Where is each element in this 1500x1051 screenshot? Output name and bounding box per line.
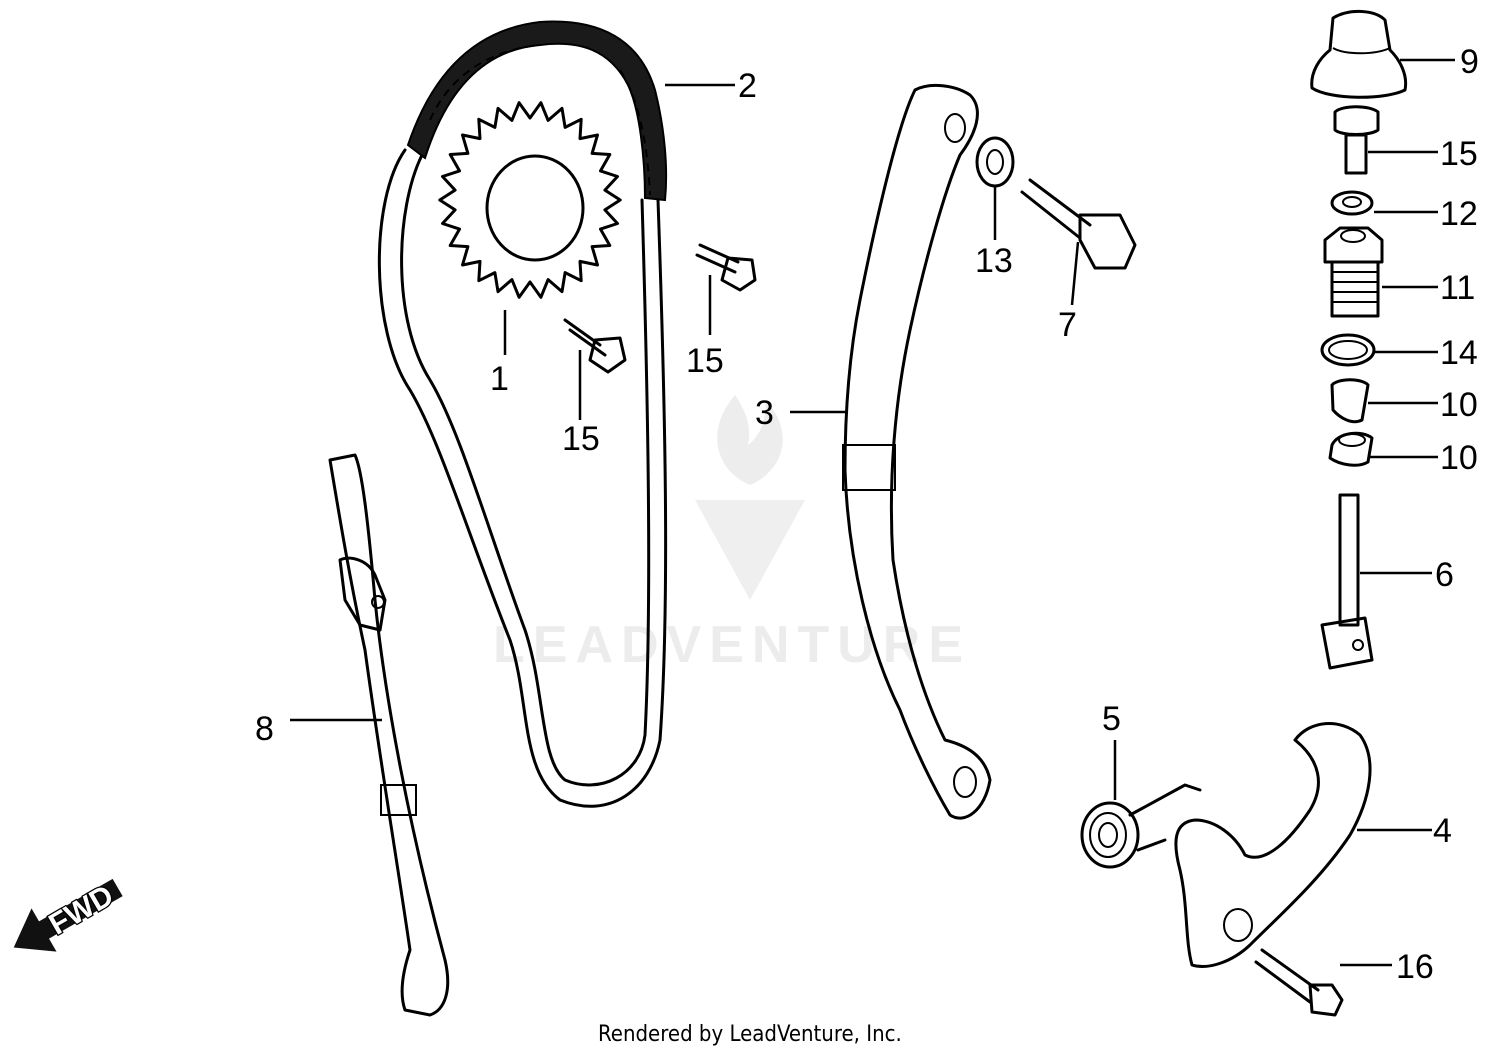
callout-numbers: 1 2 3 4 5 6 7 8 9 10 10 11 12 13 14 15 1…: [255, 43, 1479, 986]
callout-3: 3: [755, 394, 774, 432]
cam-chain-guide: [842, 83, 992, 820]
forward-direction-label: FWD: [43, 879, 119, 942]
collar-10-b: [1328, 431, 1374, 467]
tensioner-push-rod-6: [1320, 493, 1374, 670]
callout-16: 16: [1396, 948, 1434, 986]
pivot-bolt-7: [1020, 178, 1137, 270]
callout-9: 9: [1460, 43, 1479, 81]
callout-10-a: 10: [1440, 386, 1478, 424]
callout-12: 12: [1440, 195, 1478, 233]
callout-6: 6: [1435, 556, 1454, 594]
callout-13: 13: [975, 242, 1013, 280]
bolt-15-c: [1333, 105, 1380, 175]
washer-12: [1330, 190, 1374, 216]
callout-5: 5: [1102, 700, 1121, 738]
watermark-text: LEADVENTURE: [493, 616, 971, 674]
collar-10-a: [1330, 378, 1370, 424]
callout-2: 2: [738, 67, 757, 105]
callout-10-b: 10: [1440, 439, 1478, 477]
callout-1: 1: [490, 360, 509, 398]
bolt-15-a: [563, 318, 627, 374]
callout-4: 4: [1433, 812, 1452, 850]
callout-15-c: 15: [1440, 135, 1478, 173]
bolt-16: [1254, 948, 1344, 1017]
tensioner-arm-4: [1174, 722, 1372, 968]
sealing-cap-9: [1310, 10, 1408, 99]
cam-sprocket: [438, 101, 622, 299]
tensioner-spring-5: [1080, 783, 1202, 869]
callout-15-a: 15: [562, 420, 600, 458]
callout-14: 14: [1440, 334, 1478, 372]
tensioner-bolt-11: [1323, 226, 1384, 318]
callout-8: 8: [255, 710, 274, 748]
washer-13: [975, 136, 1015, 188]
cam-chain-tensioner-slider: [328, 453, 450, 1017]
callout-7: 7: [1058, 306, 1077, 344]
watermark: LEADVENTURE: [493, 395, 971, 674]
leader-lines: [290, 58, 1455, 967]
footer-credit: Rendered by LeadVenture, Inc.: [598, 1022, 902, 1047]
callout-15-b: 15: [686, 342, 724, 380]
o-ring-14: [1320, 333, 1376, 367]
cam-chain: [377, 20, 668, 808]
callout-11: 11: [1440, 269, 1475, 307]
bolt-15-b: [695, 243, 757, 292]
forward-direction-arrow: FWD: [13, 878, 123, 952]
